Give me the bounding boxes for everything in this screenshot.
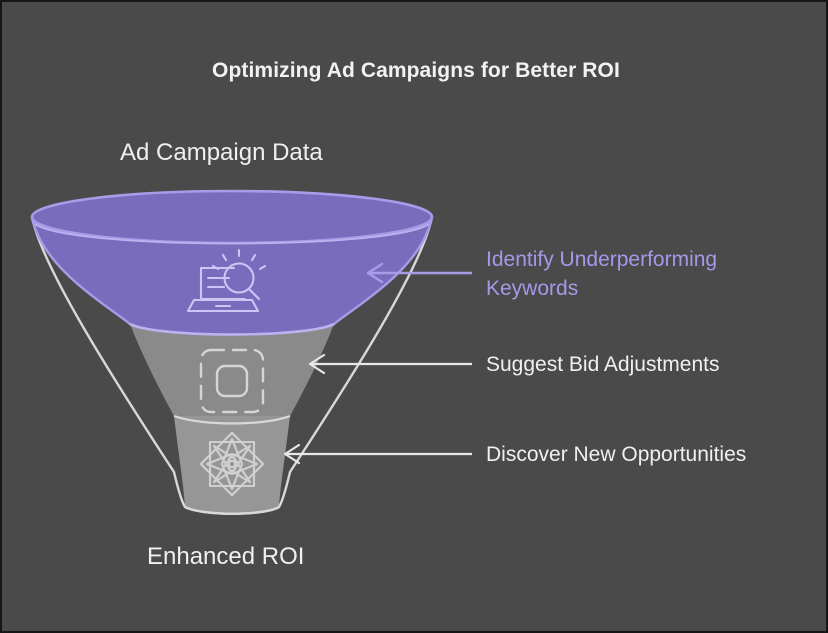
segment-label-0[interactable]: Identify Underperforming Keywords xyxy=(486,248,718,300)
star-rosette-icon xyxy=(199,431,265,497)
funnel-bottom-label: Enhanced ROI xyxy=(147,543,305,570)
connector-line-1 xyxy=(308,353,472,375)
funnel-segment-2[interactable] xyxy=(174,416,290,514)
funnel-segment-0[interactable] xyxy=(30,189,434,336)
segment-label-1[interactable]: Suggest Bid Adjustments xyxy=(486,353,720,376)
funnel-top-label: Ad Campaign Data xyxy=(120,139,323,166)
funnel-segment-1[interactable] xyxy=(130,324,334,416)
focus-frame-icon xyxy=(199,348,265,414)
page-title: Optimizing Ad Campaigns for Better ROI xyxy=(212,59,620,82)
connector-line-2 xyxy=(283,443,472,465)
connector-line-0 xyxy=(366,262,472,284)
segment-label-2[interactable]: Discover New Opportunities xyxy=(486,443,747,466)
laptop-search-icon xyxy=(186,248,267,313)
